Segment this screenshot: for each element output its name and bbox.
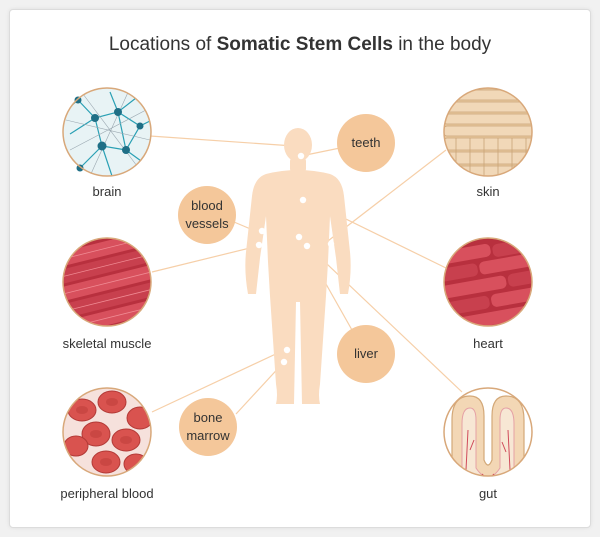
label-peripheral-blood: peripheral blood [60,486,154,501]
label-skin: skin [476,184,500,199]
bubble-liver: liver [337,325,395,383]
human-body-silhouette [245,128,351,404]
label-skeletal-muscle: skeletal muscle [62,336,152,351]
heart-image [443,237,533,327]
label-heart: heart [473,336,503,351]
line-gut [307,245,463,393]
peripheral-blood-image [62,387,152,477]
label-brain: brain [92,184,122,199]
skin-image [443,87,533,177]
location-dots [255,152,335,366]
line-brain [149,135,295,147]
skeletal-muscle-image [62,237,152,327]
line-marrow-1 [151,351,281,413]
bubble-teeth: teeth [337,114,395,172]
label-gut: gut [478,486,498,501]
gut-image [443,387,533,477]
line-muscle [151,245,259,273]
diagram-title: Locations of Somatic Stem Cells in the b… [108,34,492,55]
brain-image [62,87,152,177]
